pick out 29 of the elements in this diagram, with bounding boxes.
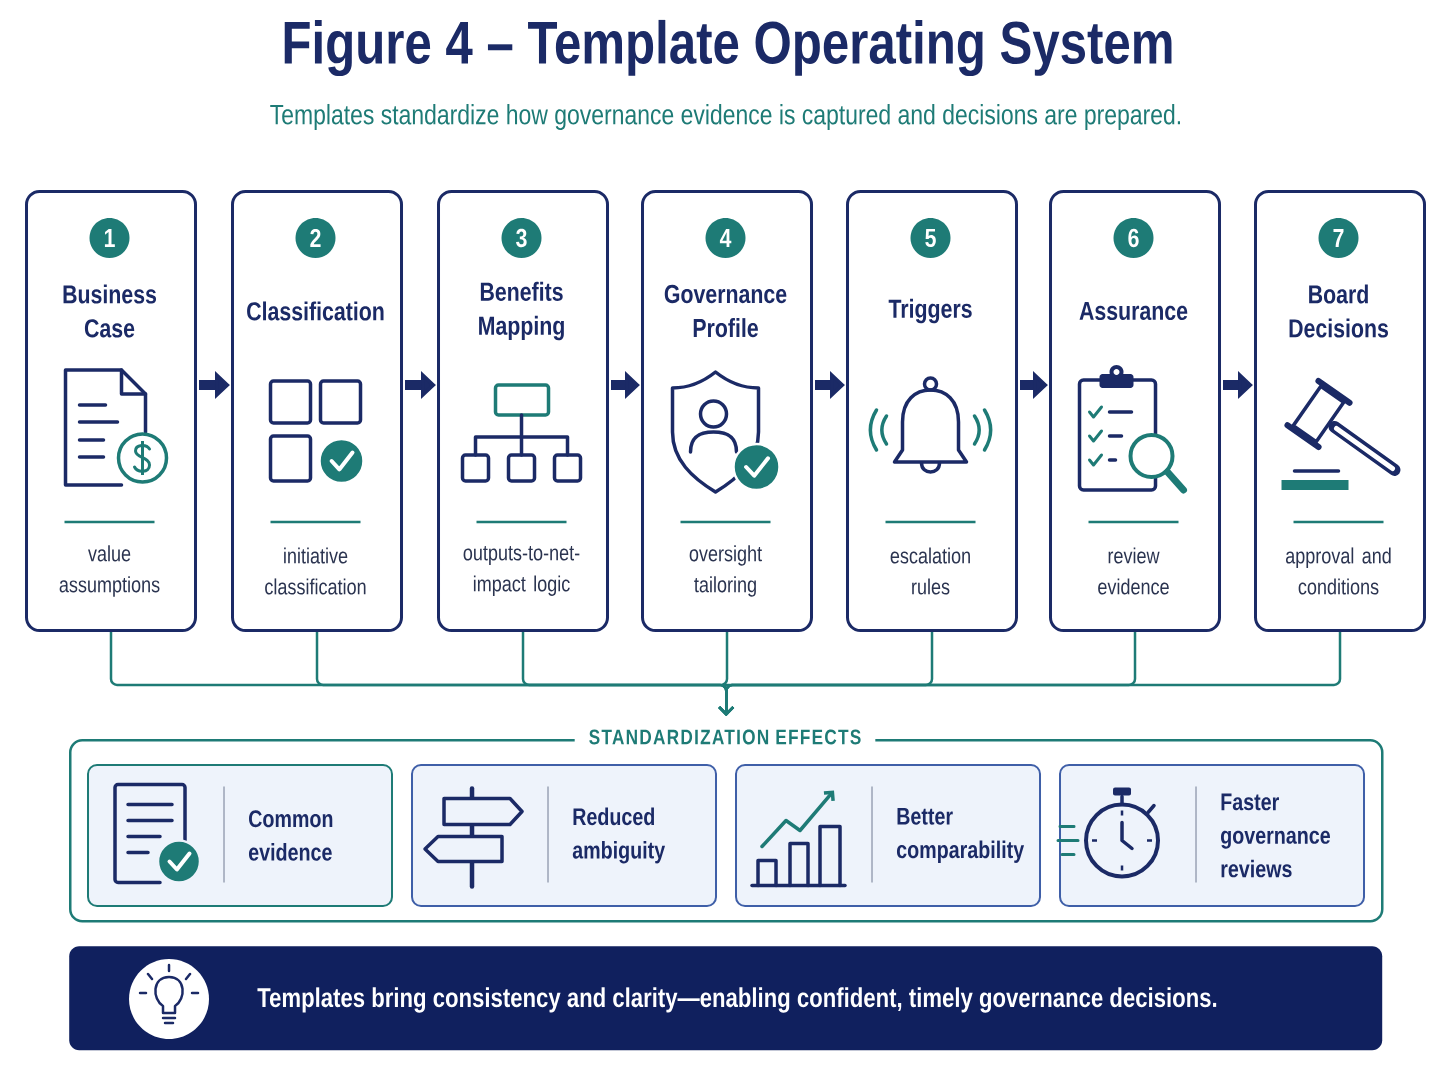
number-badge: 2	[295, 218, 336, 258]
card-description: review evidence	[1098, 547, 1169, 595]
effect-label: Faster governance reviews	[1221, 793, 1330, 878]
number-badge: 6	[1113, 218, 1154, 258]
card-title: Classification	[247, 301, 384, 321]
effect-label: Common evidence	[249, 810, 333, 861]
card-description: value assumptions	[59, 545, 160, 597]
effect-label: Reduced ambiguity	[572, 807, 666, 864]
title: Figure 4 – Template Operating System	[284, 19, 1172, 77]
subtitle: Templates standardize how governance evidence is captured and decisions are prepared.	[270, 103, 1180, 131]
card-description: escalation rules	[890, 547, 970, 595]
number-badge: 5	[910, 218, 951, 258]
card-title: Business Case	[63, 284, 156, 338]
banner-text: Templates bring consistency and clarity—enabling confident, timely governance decisions.	[257, 987, 1217, 1013]
card-title: Governance Profile	[664, 284, 787, 338]
card-title: Triggers	[888, 298, 972, 324]
number-badge: 7	[1318, 218, 1359, 258]
number-badge: 4	[705, 218, 746, 258]
effect-label: Better comparability	[897, 808, 1025, 863]
card-description: initiative classification	[265, 547, 366, 595]
card-description: approval and conditions	[1285, 547, 1391, 595]
panel-heading: STANDARDIZATION EFFECTS	[574, 726, 876, 748]
card-title: Benefits Mapping	[479, 281, 564, 341]
card-title: Assurance	[1079, 301, 1188, 321]
card-title: Board Decisions	[1289, 284, 1388, 338]
number-badge: 3	[501, 218, 542, 258]
card-description: oversight tailoring	[689, 545, 762, 597]
number-badge: 1	[89, 218, 130, 258]
card-description: outputs-to-net-impact logic	[463, 546, 580, 596]
